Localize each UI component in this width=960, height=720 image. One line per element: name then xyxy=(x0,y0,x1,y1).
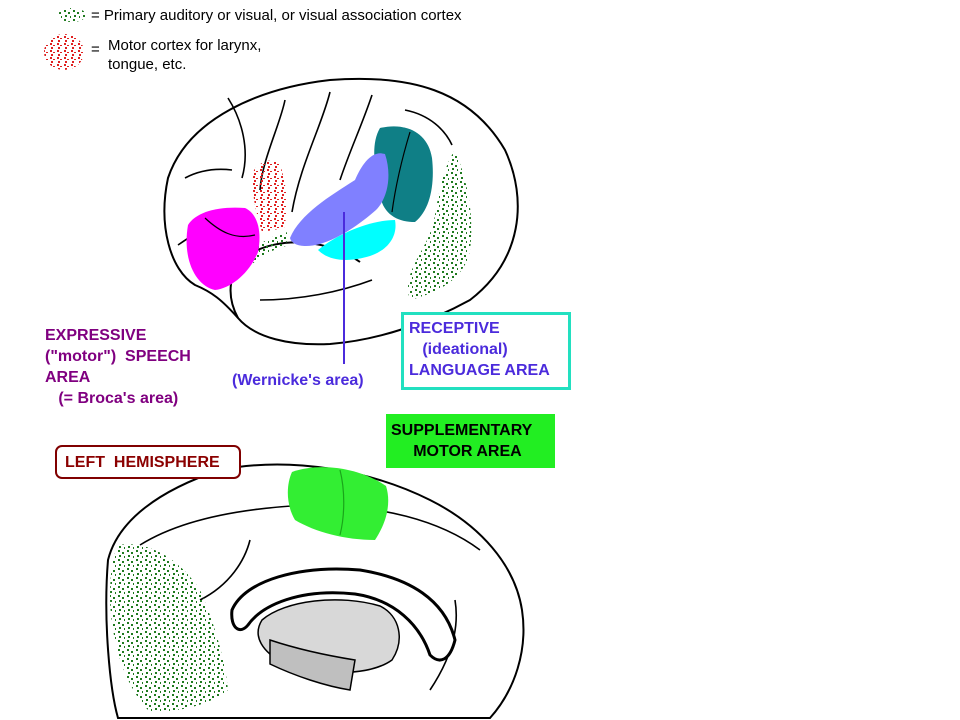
receptive-label-2: (ideational) xyxy=(409,341,508,358)
left-hemisphere-box: LEFT HEMISPHERE xyxy=(55,445,241,479)
auditory-cortex xyxy=(318,220,396,260)
supplementary-label-2: MOTOR AREA xyxy=(391,443,522,460)
corpus-callosum xyxy=(230,567,457,662)
sulcus-4 xyxy=(339,94,373,181)
expressive-label-4: (= Broca's area) xyxy=(45,390,179,407)
visual-association-region xyxy=(407,150,472,300)
motor-speech-speckle xyxy=(252,160,287,232)
wernicke-label: (Wernicke's area) xyxy=(232,372,364,389)
legend-motor-line1: Motor cortex for larynx, xyxy=(108,37,262,54)
receptive-label-3: LANGUAGE AREA xyxy=(409,362,550,379)
wernicke-area xyxy=(290,153,389,246)
legend-green-swatch xyxy=(58,8,86,22)
supplementary-motor-area xyxy=(287,467,389,540)
expressive-label-1: EXPRESSIVE xyxy=(45,327,147,344)
broca-area xyxy=(186,207,260,290)
expressive-label-2: ("motor") SPEECH xyxy=(45,348,191,365)
brainstem xyxy=(269,638,356,691)
sulcus-7 xyxy=(184,168,233,179)
receptive-language-box: RECEPTIVE (ideational) LANGUAGE AREA xyxy=(401,312,571,390)
supplementary-motor-box: SUPPLEMENTARY MOTOR AREA xyxy=(386,414,555,468)
medial-sulcus-2 xyxy=(199,539,251,601)
visual-association-teal xyxy=(374,126,433,222)
receptive-label-1: RECEPTIVE xyxy=(409,320,500,337)
supplementary-label-1: SUPPLEMENTARY xyxy=(391,422,533,439)
left-hemisphere-label: LEFT HEMISPHERE xyxy=(65,454,220,471)
lateral-hemisphere-outline xyxy=(163,77,519,346)
legend-motor-line2: tongue, etc. xyxy=(108,56,187,73)
visual-teal-sulcus xyxy=(391,131,411,213)
expressive-label-3: AREA xyxy=(45,369,91,386)
sulcus-5 xyxy=(404,109,453,146)
broca-sulcus xyxy=(204,217,256,238)
legend-motor-eq: = xyxy=(91,41,100,58)
sulcus-3 xyxy=(291,91,331,213)
sulcus-8 xyxy=(259,279,373,301)
legend-association-text: = Primary auditory or visual, or visual … xyxy=(91,7,462,24)
sulcus-1 xyxy=(227,97,246,179)
sma-sulcus xyxy=(339,469,345,536)
legend-red-swatch xyxy=(44,34,84,70)
medial-visual-association xyxy=(110,544,228,712)
